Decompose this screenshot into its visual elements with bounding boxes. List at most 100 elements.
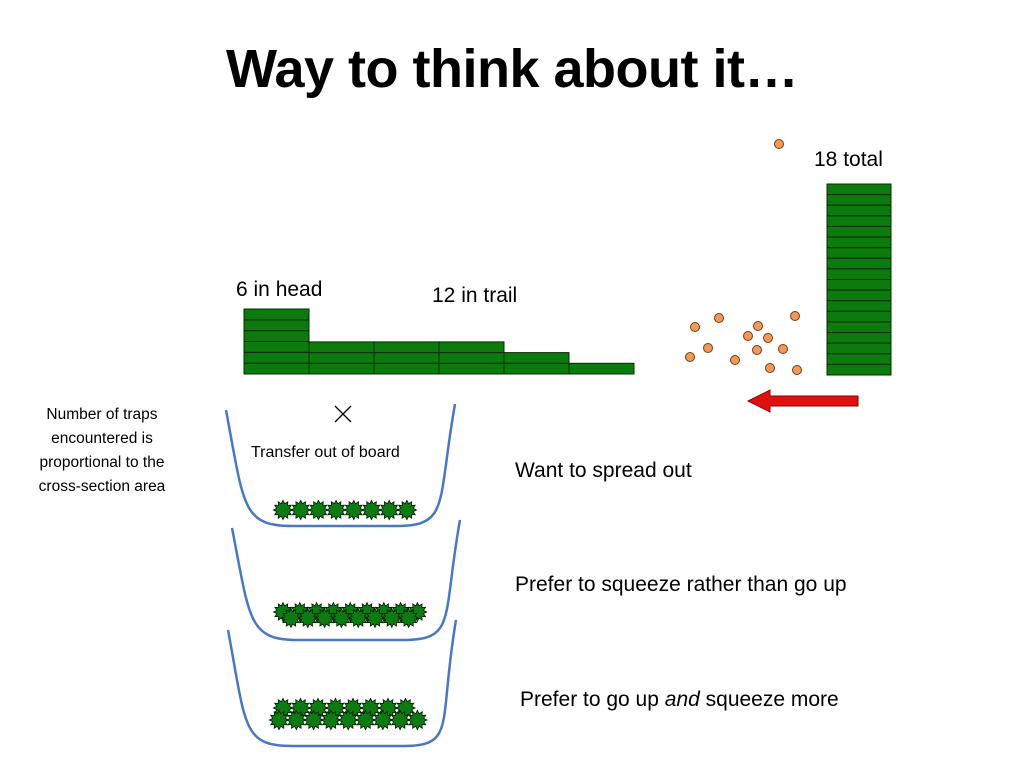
particle-dot bbox=[743, 331, 753, 341]
trap-icon bbox=[290, 499, 312, 521]
head-bar bbox=[243, 308, 310, 321]
total-bar bbox=[826, 257, 892, 270]
trail-bar bbox=[503, 362, 570, 375]
particle-dot bbox=[714, 313, 724, 323]
total-bar bbox=[826, 332, 892, 344]
traps-note: Number of traps encountered is proportio… bbox=[38, 406, 166, 495]
trail-bar bbox=[503, 352, 570, 364]
trap-icon bbox=[372, 709, 394, 731]
trap-icon bbox=[337, 709, 359, 731]
trail-bar bbox=[373, 341, 440, 354]
particle-dot bbox=[752, 345, 762, 355]
total-bar bbox=[826, 300, 892, 312]
particle-dot bbox=[792, 365, 802, 375]
trap-icon bbox=[285, 709, 307, 731]
total-bar bbox=[826, 321, 892, 334]
trap-icon bbox=[389, 709, 411, 731]
trap-icon bbox=[325, 499, 347, 521]
trail-bar bbox=[438, 362, 505, 375]
total-bar bbox=[826, 183, 892, 196]
head-bar bbox=[243, 351, 310, 364]
total-bar bbox=[826, 289, 892, 302]
particle-dot bbox=[765, 363, 775, 373]
total-bar bbox=[826, 247, 892, 259]
trap-icon bbox=[347, 607, 369, 629]
head-label: 6 in head bbox=[236, 278, 323, 301]
spread-out-text: Want to spread out bbox=[515, 459, 692, 482]
trail-bar bbox=[308, 341, 375, 354]
left-arrow-icon bbox=[746, 389, 859, 413]
cross-icon bbox=[334, 405, 352, 423]
particle-dot bbox=[730, 355, 740, 365]
trail-bar bbox=[373, 362, 440, 375]
trap-icon bbox=[272, 697, 294, 719]
total-bar bbox=[826, 310, 892, 323]
go-up-text-emphasis: and bbox=[664, 688, 700, 711]
trail-bar bbox=[568, 362, 635, 375]
head-bar bbox=[243, 362, 310, 375]
transfer-label: Transfer out of board bbox=[251, 444, 400, 461]
trail-bar bbox=[373, 352, 440, 364]
trap-icon bbox=[331, 607, 352, 629]
trap-icon bbox=[268, 709, 290, 731]
trap-icon bbox=[314, 607, 335, 629]
head-bar bbox=[243, 319, 310, 332]
total-bar bbox=[826, 215, 892, 227]
potential-wells bbox=[224, 403, 462, 748]
trap-icon bbox=[398, 607, 419, 629]
trap-icon bbox=[364, 607, 386, 629]
trap-icon bbox=[290, 697, 311, 719]
total-bar bbox=[826, 194, 892, 206]
trap-icon bbox=[307, 499, 329, 521]
go-up-text: Prefer to go up and squeeze more bbox=[520, 688, 839, 712]
particle-dot bbox=[774, 139, 784, 149]
total-bar bbox=[826, 268, 892, 280]
head-bar bbox=[243, 341, 310, 353]
trap-icon bbox=[303, 709, 325, 731]
trap-icon bbox=[280, 607, 302, 629]
total-bar bbox=[826, 225, 892, 238]
particle-dot bbox=[778, 344, 788, 354]
trap-icon bbox=[355, 709, 376, 731]
total-bar bbox=[826, 204, 892, 217]
trap-icon bbox=[343, 499, 365, 521]
total-bar bbox=[826, 353, 892, 365]
trap-icon bbox=[406, 709, 428, 731]
particle-dot bbox=[753, 321, 763, 331]
head-trail-stack bbox=[243, 308, 635, 375]
trail-bar bbox=[308, 352, 375, 364]
trap-icon bbox=[381, 607, 403, 629]
particle-dot bbox=[790, 311, 800, 321]
total-bar bbox=[826, 279, 892, 291]
particle-dot bbox=[690, 322, 700, 332]
slide-title: Way to think about it… bbox=[226, 39, 798, 99]
go-up-text-start: Prefer to go up bbox=[520, 688, 665, 711]
squeeze-text: Prefer to squeeze rather than go up bbox=[515, 573, 847, 596]
particle-dot bbox=[703, 343, 713, 353]
well-1 bbox=[224, 403, 457, 528]
total-label: 18 total bbox=[814, 148, 883, 171]
total-bar bbox=[826, 363, 892, 376]
total-bar bbox=[826, 236, 892, 249]
trail-label: 12 in trail bbox=[432, 284, 518, 307]
head-bar bbox=[243, 330, 310, 342]
trap-icon bbox=[361, 499, 382, 521]
trap-icon bbox=[378, 499, 400, 521]
trap-icon bbox=[272, 499, 294, 521]
trap-icon bbox=[297, 607, 319, 629]
trap-icon bbox=[320, 709, 342, 731]
trail-bar bbox=[438, 352, 505, 364]
trap-icon bbox=[396, 499, 418, 521]
particle-dot bbox=[685, 352, 695, 362]
total-bar bbox=[826, 342, 892, 355]
particle-dot bbox=[763, 333, 773, 343]
scattered-particles bbox=[685, 139, 802, 375]
well-2 bbox=[230, 519, 462, 642]
trap-icon bbox=[307, 697, 329, 719]
total-stack bbox=[826, 183, 892, 376]
trail-bar bbox=[308, 362, 375, 375]
well-3 bbox=[226, 619, 458, 748]
trail-bar bbox=[438, 341, 505, 354]
go-up-text-end: squeeze more bbox=[699, 688, 839, 711]
